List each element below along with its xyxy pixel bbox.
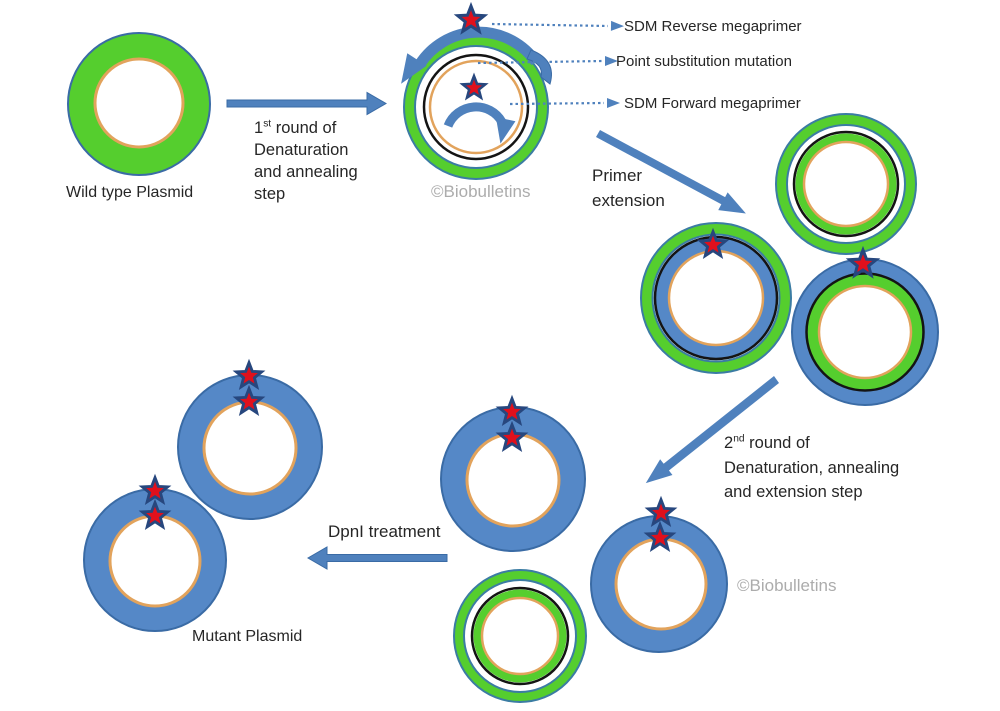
step2-label: 2nd round of Denaturation, annealing and… [724,431,899,505]
forward-arc-arrowhead-icon [495,117,516,144]
parental-template-plasmid-bottom [453,569,587,703]
wild-type-plasmid-hole [93,57,185,149]
step2-line1: 2nd round of [724,433,810,452]
step2-arrow [645,376,779,484]
mutant-strand-plasmid-middle [440,397,586,552]
leader-arrowhead-icon [610,20,624,31]
reverse-arc-arrowhead-icon [401,53,427,84]
denatured-plasmid-with-primers [401,4,552,180]
primer-extension-label: Primer extension [592,166,665,210]
step1-label: 1st round of Denaturation and annealing … [254,118,358,203]
watermark: ©Biobulletins [431,182,531,201]
legend-point-mutation-label: Point substitution mutation [616,53,792,70]
template-plasmid-top-right [775,113,917,255]
step2-arrowhead-icon [645,459,673,484]
mutant-strand-plasmid-right [590,498,728,653]
dpn1-arrow-icon [307,546,448,570]
leader-arrowhead-icon [605,56,618,66]
mutant-plasmid-label: Mutant Plasmid [192,628,303,645]
legend-leader-lines [477,20,624,108]
watermark: ©Biobulletins [737,576,837,595]
wild-type-plasmid [67,32,211,176]
wild-type-plasmid-label: Wild type Plasmid [66,184,194,201]
mutant-plasmid-lower [83,476,227,632]
dpn1-treatment-label: DpnI treatment [328,522,441,541]
hybrid-plasmid-left [640,222,792,374]
sdm-forward-megaprimer-arc [443,102,516,144]
step1-line1: 1st round of [254,118,337,137]
hybrid-plasmid-right [791,248,939,406]
step1-arrow-icon [226,91,387,116]
leader-arrowhead-icon [607,98,620,108]
primer-extension-arrowhead-icon [718,192,746,214]
legend-forward-megaprimer-label: SDM Forward megaprimer [624,95,801,112]
primer-extension-arrow [596,130,746,214]
mutant-plasmid-upper [177,361,323,520]
legend-reverse-megaprimer-label: SDM Reverse megaprimer [624,18,802,35]
